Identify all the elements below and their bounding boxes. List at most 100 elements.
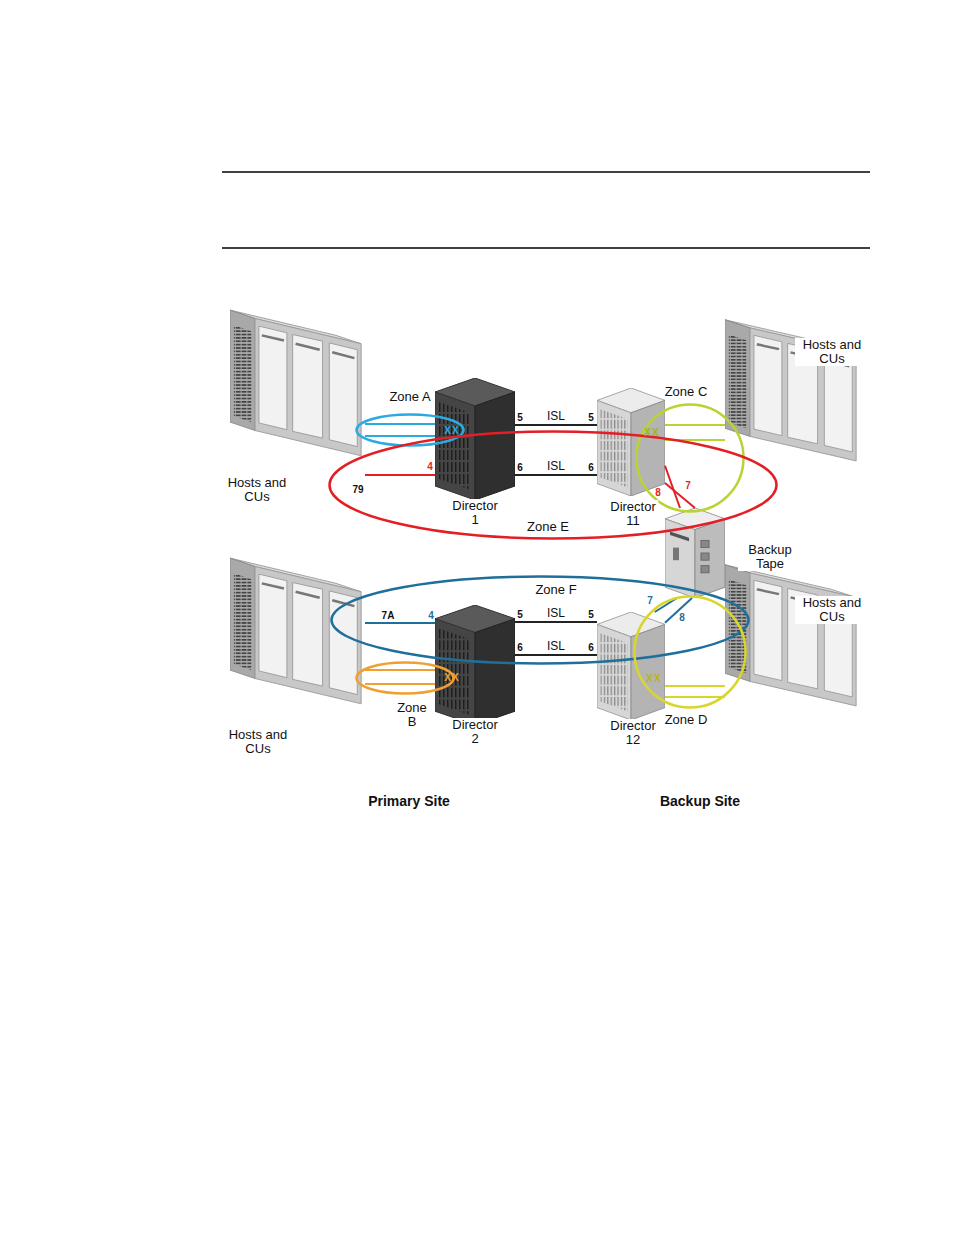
port-number: 79 [352, 484, 363, 495]
link-stroke [365, 423, 435, 425]
link-line [665, 686, 725, 687]
link-line [365, 670, 435, 671]
director-box: Director 11 [597, 388, 665, 496]
edge-label: ISL [545, 410, 567, 423]
port-number: 6 [588, 642, 594, 653]
link-stroke [365, 474, 435, 476]
node-label: Director 1 [450, 499, 500, 527]
port-number: 4 [428, 610, 434, 621]
link-stroke [365, 683, 435, 685]
node-label: Director 12 [608, 719, 658, 747]
node-label: Zone A [387, 390, 432, 404]
host-group: Hosts and CUs [725, 310, 860, 465]
node-label: Zone E [525, 520, 571, 534]
zone-ellipse-stroke [635, 597, 746, 708]
link-stroke [365, 669, 435, 671]
director-box: Director 2 [435, 605, 515, 725]
port-number: 7 [647, 595, 653, 606]
port-mark: XX [444, 425, 459, 436]
edge-label: ISL [545, 607, 567, 620]
zone-ellipse: Zone C [635, 403, 745, 513]
node-label: Backup Tape [738, 543, 802, 571]
port-mark: XX [644, 427, 659, 438]
host-group: Hosts and CUs [725, 555, 860, 710]
link-stroke [365, 435, 435, 437]
director-box: Director 1 [435, 378, 515, 500]
link-stroke [665, 466, 680, 508]
node-label: Hosts and CUs [220, 476, 294, 504]
port-number: 6 [588, 462, 594, 473]
link-line [515, 425, 597, 426]
node-label: Hosts and CUs [221, 728, 295, 756]
port-number: 7A [382, 610, 395, 621]
link-line [365, 623, 435, 624]
port-number: 6 [517, 462, 523, 473]
port-number: 8 [679, 612, 685, 623]
server-cabinet [725, 565, 856, 706]
port-number: 6 [517, 642, 523, 653]
port-number: 5 [588, 412, 594, 423]
zone-outline [633, 595, 747, 709]
link-stroke [665, 424, 725, 426]
link-line [365, 436, 435, 437]
node-label: Zone F [533, 583, 578, 597]
link-line [365, 424, 435, 425]
link-line [365, 475, 435, 476]
director-switch [435, 378, 515, 500]
node-label: Zone B [391, 701, 434, 729]
link-stroke [515, 474, 597, 476]
server-cabinet [230, 310, 361, 456]
zone-ellipse-stroke [330, 432, 777, 539]
rule-line [222, 247, 870, 249]
zone-outline [635, 403, 745, 513]
port-number: 5 [588, 609, 594, 620]
port-number: 7 [685, 480, 691, 491]
zone-ellipse-stroke [637, 405, 744, 512]
zone-ellipse-stroke [357, 663, 454, 694]
host-group: Hosts and CUs [230, 548, 365, 708]
link-stroke [515, 424, 597, 426]
link-line [665, 425, 725, 426]
port-mark: XX [444, 672, 459, 683]
link-stroke [665, 685, 725, 687]
node-label: Zone D [663, 713, 710, 727]
zone-outline [355, 661, 455, 695]
zone-ellipse-stroke [332, 577, 749, 664]
link-stroke [515, 621, 597, 623]
port-number: 5 [517, 412, 523, 423]
link-line [515, 655, 597, 656]
server-cabinet [230, 558, 361, 704]
director-switch [435, 605, 515, 725]
node-label: Hosts and CUs [795, 596, 869, 624]
director-switch [597, 388, 665, 496]
edge-label: ISL [545, 640, 567, 653]
zone-ellipse: Zone B [355, 661, 455, 695]
port-mark: XX [646, 673, 661, 684]
node-label: Hosts and CUs [795, 338, 869, 366]
port-number: 8 [655, 487, 661, 498]
zone-ellipse-stroke [357, 415, 464, 446]
edge-label: ISL [545, 460, 567, 473]
host-group: Hosts and CUs [230, 300, 365, 460]
link-line [515, 475, 597, 476]
link-line [665, 697, 725, 698]
rule-line [222, 171, 870, 173]
link-stroke [665, 696, 725, 698]
zone-ellipse: Zone E [328, 430, 778, 540]
link-line [515, 622, 597, 623]
node-label: Director 11 [608, 500, 658, 528]
director-switch [597, 612, 665, 720]
link-stroke [365, 622, 435, 624]
link-line [365, 684, 435, 685]
link-stroke [515, 654, 597, 656]
port-number: 4 [427, 461, 433, 472]
director-box: Director 12 [597, 612, 665, 720]
port-number: 5 [517, 609, 523, 620]
site-label: Primary Site [368, 793, 450, 809]
site-label: Backup Site [660, 793, 740, 809]
node-label: Director 2 [450, 718, 500, 746]
node-label: Zone C [663, 385, 710, 399]
link-line [665, 466, 680, 508]
